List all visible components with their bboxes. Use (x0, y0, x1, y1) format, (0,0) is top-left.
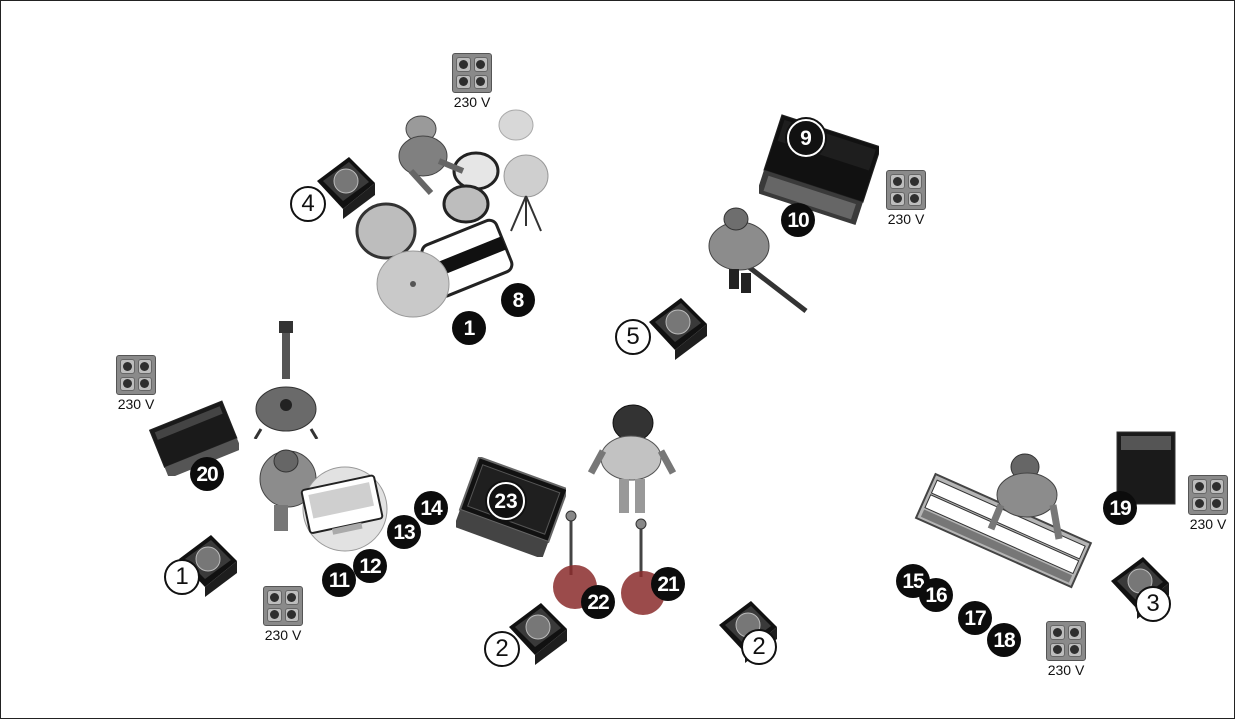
power-label: 230 V (874, 211, 938, 227)
musician-icon (983, 449, 1073, 549)
marker-4: 4 (290, 186, 326, 222)
marker-12: 12 (353, 549, 387, 583)
musician-icon (583, 403, 683, 523)
marker-17: 17 (958, 601, 992, 635)
marker-9: 9 (787, 119, 825, 157)
marker-19: 19 (1103, 491, 1137, 525)
acoustic-guitar-icon (241, 319, 331, 439)
marker-22: 22 (581, 585, 615, 619)
marker-8: 8 (501, 283, 535, 317)
marker-10: 10 (781, 203, 815, 237)
marker-2-right: 2 (741, 629, 777, 665)
power-label: 230 V (104, 396, 168, 412)
power-outlet-icon: 230 V (104, 355, 168, 412)
marker-5: 5 (615, 319, 651, 355)
marker-1: 1 (452, 311, 486, 345)
power-outlet-icon: 230 V (874, 170, 938, 227)
marker-1-wedge: 1 (164, 559, 200, 595)
marker-20: 20 (190, 457, 224, 491)
marker-11: 11 (322, 563, 356, 597)
marker-2-left: 2 (484, 631, 520, 667)
laptop-icon (299, 463, 399, 563)
marker-23: 23 (487, 482, 525, 520)
power-label: 230 V (440, 94, 504, 110)
marker-16: 16 (919, 578, 953, 612)
marker-21: 21 (651, 567, 685, 601)
marker-18: 18 (987, 623, 1021, 657)
power-label: 230 V (1176, 516, 1235, 532)
power-outlet-icon: 230 V (440, 53, 504, 110)
marker-3: 3 (1135, 586, 1171, 622)
power-label: 230 V (251, 627, 315, 643)
power-label: 230 V (1034, 662, 1098, 678)
power-outlet-icon: 230 V (1176, 475, 1235, 532)
marker-14: 14 (414, 491, 448, 525)
power-outlet-icon: 230 V (251, 586, 315, 643)
power-outlet-icon: 230 V (1034, 621, 1098, 678)
marker-13: 13 (387, 515, 421, 549)
